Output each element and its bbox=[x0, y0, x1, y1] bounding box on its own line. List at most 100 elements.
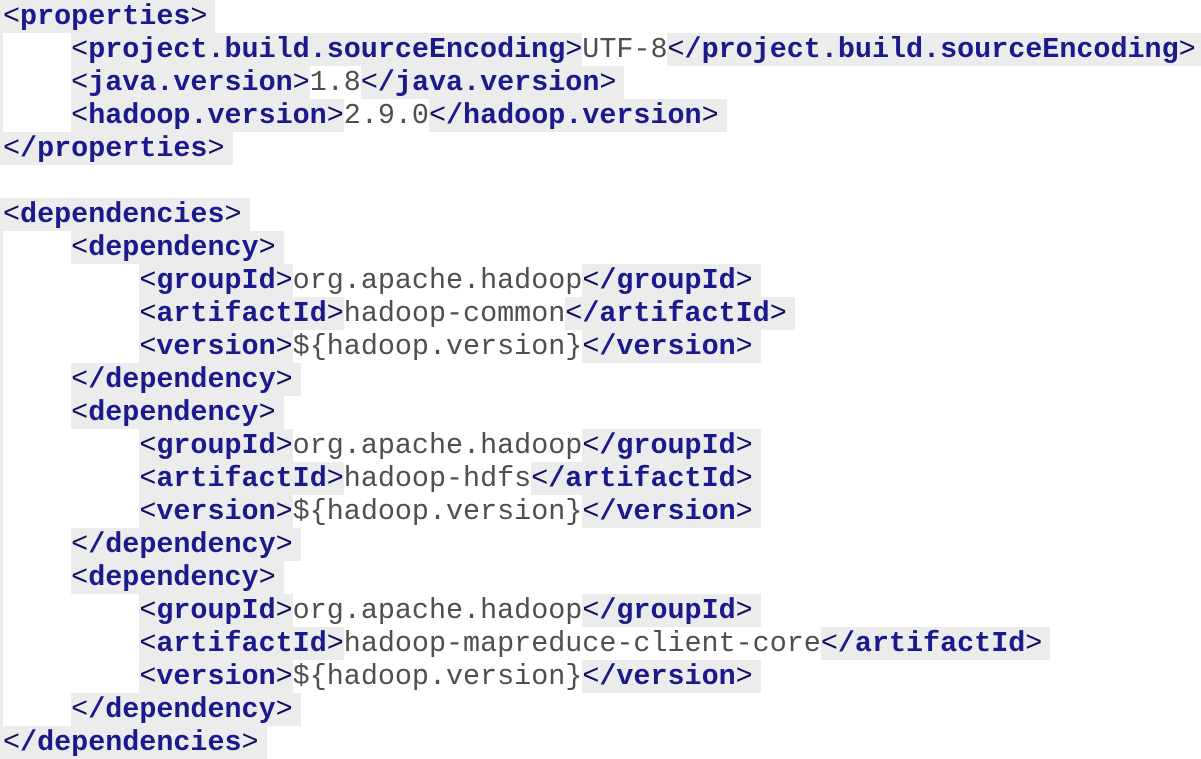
code-line: <project.build.sourceEncoding>UTF-8</pro… bbox=[0, 33, 1201, 66]
xml-bracket: < bbox=[71, 396, 89, 429]
xml-tag-name: /groupId bbox=[599, 594, 736, 627]
line-highlight: <properties> bbox=[0, 0, 216, 33]
line-highlight: <artifactId>hadoop-mapreduce-client-core… bbox=[0, 627, 1051, 660]
xml-tag-name: /hadoop.version bbox=[446, 99, 702, 132]
xml-bracket: > bbox=[258, 231, 276, 264]
code-line: </dependency> bbox=[0, 363, 1201, 396]
xml-tag-name: /dependency bbox=[88, 528, 276, 561]
xml-bracket: > bbox=[735, 429, 753, 462]
xml-tag-name: /artifactId bbox=[837, 627, 1026, 660]
code-line: <properties> bbox=[0, 0, 1201, 33]
xml-bracket: < bbox=[139, 264, 157, 297]
xml-tag-name: dependency bbox=[88, 231, 259, 264]
blank-line bbox=[0, 165, 1201, 198]
xml-bracket: > bbox=[241, 726, 259, 759]
xml-bracket: > bbox=[275, 594, 293, 627]
xml-bracket: < bbox=[582, 660, 600, 693]
indent-whitespace bbox=[3, 330, 140, 363]
indent-whitespace bbox=[3, 231, 72, 264]
xml-bracket: < bbox=[71, 561, 89, 594]
xml-bracket: > bbox=[735, 594, 753, 627]
xml-tag-name: properties bbox=[20, 0, 191, 33]
code-line: <version>${hadoop.version}</version> bbox=[0, 495, 1201, 528]
xml-bracket: > bbox=[326, 99, 344, 132]
code-line: <dependency> bbox=[0, 561, 1201, 594]
xml-tag-name: dependency bbox=[88, 561, 259, 594]
xml-bracket: > bbox=[735, 495, 753, 528]
xml-tag-name: /dependency bbox=[88, 693, 276, 726]
xml-bracket: < bbox=[71, 66, 89, 99]
code-line: <hadoop.version>2.9.0</hadoop.version> bbox=[0, 99, 1201, 132]
xml-tag-name: /version bbox=[599, 495, 736, 528]
xml-bracket: < bbox=[139, 660, 157, 693]
xml-bracket: > bbox=[258, 561, 276, 594]
xml-bracket: < bbox=[139, 462, 157, 495]
line-highlight: <groupId>org.apache.hadoop</groupId> bbox=[0, 264, 761, 297]
line-highlight: </dependencies> bbox=[0, 726, 267, 759]
xml-bracket: > bbox=[1178, 33, 1196, 66]
code-line: <dependency> bbox=[0, 396, 1201, 429]
xml-bracket: > bbox=[258, 396, 276, 429]
code-line: </dependencies> bbox=[0, 726, 1201, 759]
xml-bracket: > bbox=[326, 297, 344, 330]
xml-bracket: > bbox=[735, 462, 753, 495]
xml-bracket: < bbox=[71, 363, 89, 396]
xml-bracket: < bbox=[71, 33, 89, 66]
xml-tag-name: /version bbox=[599, 660, 736, 693]
xml-text-content: ${hadoop.version} bbox=[292, 660, 583, 693]
line-highlight: <dependency> bbox=[0, 396, 284, 429]
xml-text-content: 2.9.0 bbox=[343, 99, 429, 132]
line-highlight: <hadoop.version>2.9.0</hadoop.version> bbox=[0, 99, 727, 132]
line-highlight: <groupId>org.apache.hadoop</groupId> bbox=[0, 429, 761, 462]
indent-whitespace bbox=[3, 264, 140, 297]
xml-tag-name: /properties bbox=[20, 132, 208, 165]
xml-bracket: > bbox=[735, 264, 753, 297]
code-line: <groupId>org.apache.hadoop</groupId> bbox=[0, 429, 1201, 462]
xml-tag-name: hadoop.version bbox=[88, 99, 327, 132]
xml-tag-name: groupId bbox=[156, 429, 276, 462]
xml-tag-name: artifactId bbox=[156, 462, 327, 495]
xml-text-content: hadoop-mapreduce-client-core bbox=[343, 627, 821, 660]
indent-whitespace bbox=[3, 627, 140, 660]
xml-bracket: > bbox=[190, 0, 208, 33]
xml-bracket: < bbox=[3, 198, 21, 231]
xml-bracket: > bbox=[565, 33, 583, 66]
xml-bracket: < bbox=[565, 297, 583, 330]
xml-bracket: > bbox=[275, 693, 293, 726]
xml-text-content: 1.8 bbox=[309, 66, 361, 99]
xml-text-content: ${hadoop.version} bbox=[292, 330, 583, 363]
xml-text-content: org.apache.hadoop bbox=[292, 594, 583, 627]
xml-tag-name: /dependencies bbox=[20, 726, 242, 759]
code-line: <dependencies> bbox=[0, 198, 1201, 231]
xml-bracket: > bbox=[275, 264, 293, 297]
xml-bracket: > bbox=[275, 495, 293, 528]
xml-bracket: > bbox=[1025, 627, 1043, 660]
indent-whitespace bbox=[3, 396, 72, 429]
xml-bracket: > bbox=[207, 132, 225, 165]
xml-tag-name: /project.build.sourceEncoding bbox=[684, 33, 1179, 66]
xml-text-content: ${hadoop.version} bbox=[292, 495, 583, 528]
code-line: <groupId>org.apache.hadoop</groupId> bbox=[0, 594, 1201, 627]
code-line: </dependency> bbox=[0, 693, 1201, 726]
line-highlight: <java.version>1.8</java.version> bbox=[0, 66, 625, 99]
xml-bracket: > bbox=[275, 429, 293, 462]
line-highlight: <artifactId>hadoop-common</artifactId> bbox=[0, 297, 795, 330]
indent-whitespace bbox=[3, 495, 140, 528]
line-highlight: <version>${hadoop.version}</version> bbox=[0, 660, 761, 693]
code-line: <java.version>1.8</java.version> bbox=[0, 66, 1201, 99]
line-highlight: <dependency> bbox=[0, 561, 284, 594]
xml-bracket: < bbox=[71, 99, 89, 132]
xml-bracket: < bbox=[71, 528, 89, 561]
xml-bracket: > bbox=[599, 66, 617, 99]
line-highlight: </properties> bbox=[0, 132, 233, 165]
indent-whitespace bbox=[3, 528, 72, 561]
line-highlight: <dependencies> bbox=[0, 198, 250, 231]
xml-tag-name: dependency bbox=[88, 396, 259, 429]
xml-bracket: < bbox=[582, 330, 600, 363]
xml-text-content: hadoop-hdfs bbox=[343, 462, 532, 495]
xml-bracket: < bbox=[582, 495, 600, 528]
code-line: <artifactId>hadoop-hdfs</artifactId> bbox=[0, 462, 1201, 495]
indent-whitespace bbox=[3, 594, 140, 627]
xml-bracket: < bbox=[3, 132, 21, 165]
xml-tag-name: java.version bbox=[88, 66, 293, 99]
